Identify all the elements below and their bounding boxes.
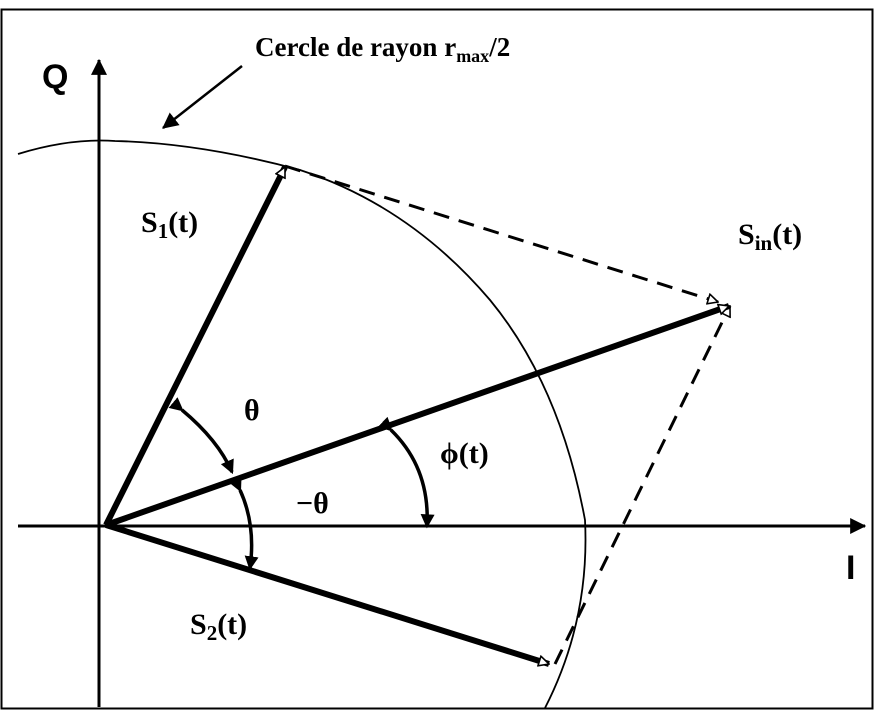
- sin-label: Sin(t): [738, 218, 802, 255]
- minus-theta-angle-arc: [228, 476, 259, 571]
- theta-label: θ: [244, 394, 260, 427]
- diagram-border: [0, 8, 874, 710]
- sin-vector: [105, 303, 729, 528]
- dashed-line-s2-to-sin: [553, 306, 732, 665]
- circle-pointer-arrow: [162, 65, 243, 129]
- phi-angle-arc: [377, 416, 435, 529]
- phi-label: ϕ(t): [440, 437, 489, 470]
- circle-arc: [17, 139, 587, 709]
- dashed-line-s1-to-sin: [284, 164, 718, 302]
- s2-label: S2(t): [190, 608, 247, 645]
- s1-label: S1(t): [141, 206, 198, 243]
- i-axis-label: I: [846, 549, 855, 587]
- theta-angle-arc: [168, 397, 234, 475]
- s2-vector: [105, 522, 549, 667]
- circle-label: Cercle de rayon rmax/2: [255, 32, 510, 66]
- minus-theta-label: −θ: [296, 487, 329, 520]
- s1-vector: [103, 167, 288, 527]
- q-axis-label: Q: [42, 58, 68, 96]
